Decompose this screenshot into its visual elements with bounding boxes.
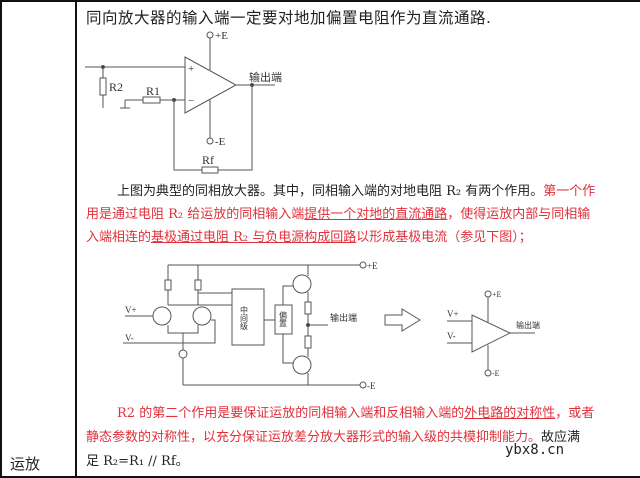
label-opamp-minus-e: -E (492, 369, 500, 378)
heading: 同向放大器的输入端一定要对地加偏置电阻作为直流通路. (86, 9, 492, 27)
watermark: ybx8.cn (505, 442, 565, 458)
label-v-plus: V+ (125, 305, 137, 315)
opamp-symbol (447, 290, 535, 377)
label-r2: R2 (109, 80, 123, 94)
label-minus-e-2: -E (367, 381, 376, 391)
table-border-top (0, 0, 640, 2)
label-opamp-v-minus: V- (447, 331, 456, 341)
label-output-2: 输出端 (330, 312, 357, 323)
label-opamp-plus-e: +E (492, 290, 502, 299)
label-opamp-v-plus: V+ (447, 309, 459, 319)
table-column-divider (75, 0, 77, 478)
paragraph1-line3: 入端相连的基极通过电阻 R₂ 与负电源构成回路以形成基极电流（参见下图）； (86, 226, 532, 249)
text: 以形成基极电流（参见下图）； (356, 230, 532, 245)
noninverting-amplifier-circuit (85, 31, 275, 174)
arrow-right-icon (384, 308, 421, 332)
text: ，或者 (555, 406, 595, 421)
paragraph1-line2: 用是通过电阻 R₂ 给运放的同相输入端提供一个对地的直流通路，使得运放内部与同相… (86, 203, 590, 226)
left-cell-label: 运放 (10, 455, 41, 473)
paragraph2-line1: R2 的第二个作用是要保证运放的同相输入端和反相输入端的外电路的对称性，或者 (117, 402, 594, 425)
paragraph2-line3: 足 R₂=R₁ // Rf。 (86, 454, 189, 469)
label-opamp-output: 输出端 (516, 320, 540, 330)
text: 上图为典型的同相放大器。其中，同相输入端的对地电阻 R₂ 有两个作用。 (117, 184, 544, 199)
text: 用是通过电阻 R₂ 给运放的同相输入端 (86, 207, 305, 222)
text-red: 第一个作 (543, 184, 596, 199)
text: 入端相连的 (86, 230, 152, 245)
text: 故应满 (541, 430, 581, 445)
label-minus-e: -E (215, 136, 226, 148)
differential-amplifier-internal-circuit (123, 261, 367, 389)
label-v-minus: V- (125, 333, 134, 343)
label-minus: − (188, 95, 194, 107)
text-red: 静态参数的对称性，以充分保证运放差分放大器形式的输入级的共模抑制能力。 (86, 430, 542, 445)
underlined-text: 提供一个对地的直流通路 (304, 207, 448, 222)
underlined-text: 基极通过电阻 R₂ 与负电源构成回路 (151, 230, 357, 245)
table-border-left (0, 0, 2, 478)
label-rf: Rf (202, 153, 214, 167)
label-middle-stage: 中间级 (240, 305, 249, 331)
label-output: 输出端 (249, 70, 282, 84)
text: ，使得运放内部与同相输 (447, 207, 591, 222)
paragraph2-line2: 静态参数的对称性，以充分保证运放差分放大器形式的输入级的共模抑制能力。故应满 (86, 426, 580, 449)
paragraph1-line1: 上图为典型的同相放大器。其中，同相输入端的对地电阻 R₂ 有两个作用。第一个作 (117, 180, 595, 203)
table-border-bottom (0, 476, 640, 478)
label-r1: R1 (146, 84, 160, 98)
label-plus-e: +E (215, 30, 228, 42)
text: R2 的第二个作用是要保证运放的同相输入端和反相输入端的 (117, 406, 465, 421)
label-bias: 偏置 (279, 310, 288, 327)
label-plus: + (188, 63, 194, 75)
underlined-text: 外电路的对称性 (464, 406, 556, 421)
label-plus-e-2: +E (367, 261, 378, 271)
